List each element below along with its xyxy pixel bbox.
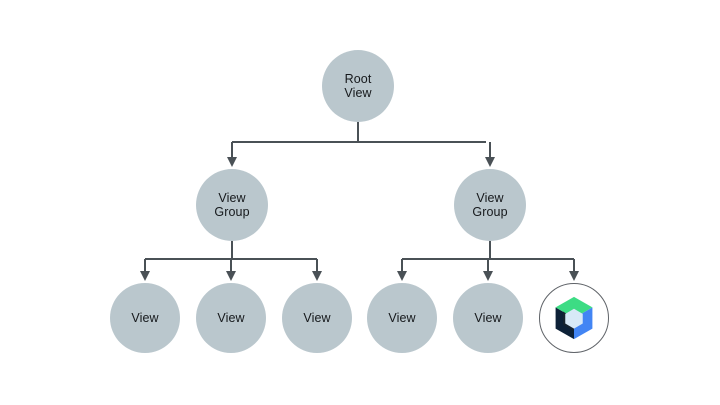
node-root-view[interactable]: Root View: [322, 50, 394, 122]
node-view-group-right[interactable]: View Group: [454, 169, 526, 241]
node-view-5-label: View: [474, 310, 502, 325]
node-view-1-label: View: [131, 310, 159, 325]
node-view-group-left[interactable]: View Group: [196, 169, 268, 241]
node-view-2-label: View: [217, 310, 245, 325]
node-view-3-label: View: [303, 310, 331, 325]
node-root-view-label: Root View: [344, 71, 372, 101]
node-compose-interop[interactable]: [539, 283, 609, 353]
node-view-3[interactable]: View: [282, 283, 352, 353]
node-view-4[interactable]: View: [367, 283, 437, 353]
node-view-group-left-label: View Group: [214, 190, 250, 220]
node-view-4-label: View: [388, 310, 416, 325]
node-view-group-right-label: View Group: [472, 190, 508, 220]
node-view-2[interactable]: View: [196, 283, 266, 353]
node-view-1[interactable]: View: [110, 283, 180, 353]
node-view-5[interactable]: View: [453, 283, 523, 353]
jetpack-compose-logo-icon: [555, 296, 593, 340]
